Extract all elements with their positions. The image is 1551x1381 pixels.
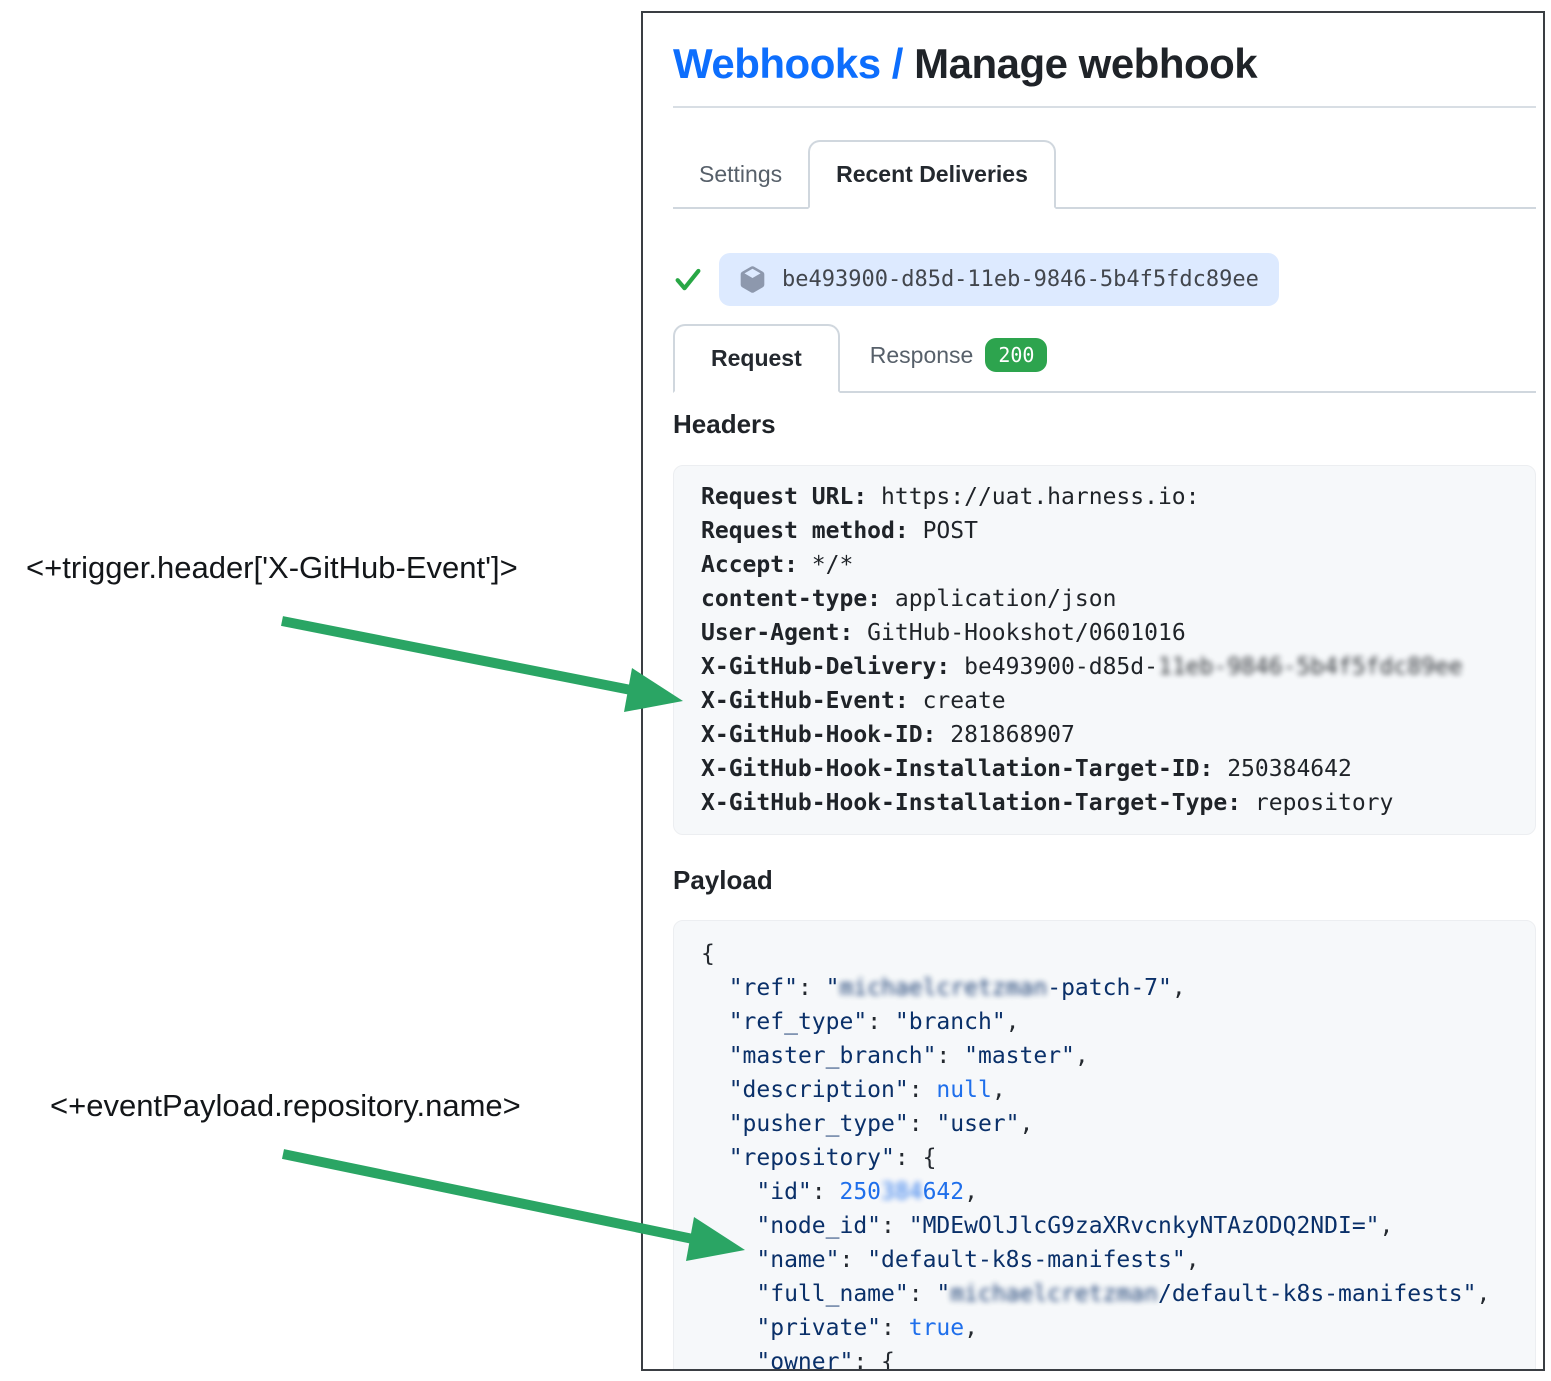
code-line: "full_name": "michaelcretzman/default-k8… bbox=[756, 1281, 1491, 1307]
package-icon bbox=[740, 265, 765, 293]
code-line: "node_id": "MDEwOlJlcG9zaXRvcnkyNTAzODQ2… bbox=[756, 1213, 1394, 1239]
code-line: X-GitHub-Hook-ID: 281868907 bbox=[701, 722, 1075, 748]
check-icon bbox=[675, 268, 701, 291]
code-line: Request method: POST bbox=[701, 518, 978, 544]
code-line: X-GitHub-Delivery: be493900-d85d-11eb-98… bbox=[701, 654, 1463, 680]
code-line: "master_branch": "master", bbox=[728, 1043, 1089, 1069]
manage-webhook-panel: Webhooks / Manage webhook Settings Recen… bbox=[641, 11, 1545, 1371]
request-response-tabnav: Request Response 200 bbox=[673, 319, 1536, 393]
delivery-guid: be493900-d85d-11eb-9846-5b4f5fdc89ee bbox=[782, 266, 1259, 292]
delivery-row: be493900-d85d-11eb-9846-5b4f5fdc89ee bbox=[673, 251, 1536, 307]
tab-request[interactable]: Request bbox=[673, 324, 840, 393]
annotation-trigger-header-expression: <+trigger.header['X-GitHub-Event']> bbox=[26, 550, 518, 585]
delivery-item[interactable]: be493900-d85d-11eb-9846-5b4f5fdc89ee bbox=[719, 252, 1279, 306]
code-line: Request URL: https://uat.harness.io: bbox=[701, 484, 1200, 510]
headers-section-title: Headers bbox=[673, 409, 776, 439]
title-divider bbox=[673, 106, 1536, 108]
code-line: { bbox=[701, 941, 715, 967]
breadcrumb-separator: / bbox=[880, 40, 915, 87]
code-line: Accept: */* bbox=[701, 552, 854, 578]
code-line: "private": true, bbox=[756, 1315, 978, 1341]
code-line: "id": 250384642, bbox=[756, 1179, 978, 1205]
code-line: "pusher_type": "user", bbox=[728, 1111, 1034, 1137]
tab-recent-deliveries[interactable]: Recent Deliveries bbox=[808, 140, 1056, 209]
code-line: X-GitHub-Event: create bbox=[701, 688, 1006, 714]
payload-code-block: { "ref": "michaelcretzman-patch-7", "ref… bbox=[673, 920, 1536, 1371]
tab-response[interactable]: Response 200 bbox=[840, 319, 1078, 391]
code-line: X-GitHub-Hook-Installation-Target-ID: 25… bbox=[701, 756, 1352, 782]
arrow-to-x-github-event-icon bbox=[281, 616, 683, 712]
annotation-event-payload-expression: <+eventPayload.repository.name> bbox=[50, 1088, 521, 1123]
breadcrumb-webhooks-link[interactable]: Webhooks bbox=[673, 40, 881, 87]
payload-section-title: Payload bbox=[673, 865, 773, 895]
status-badge: 200 bbox=[985, 338, 1048, 372]
tab-response-label: Response bbox=[869, 341, 974, 368]
code-line: content-type: application/json bbox=[701, 586, 1117, 612]
code-line: User-Agent: GitHub-Hookshot/0601016 bbox=[701, 620, 1186, 646]
code-line: "description": null, bbox=[728, 1077, 1006, 1103]
code-line: "owner": { bbox=[756, 1349, 895, 1371]
webhook-tabnav: Settings Recent Deliveries bbox=[673, 140, 1536, 209]
page-title-text: Manage webhook bbox=[914, 40, 1258, 87]
page-title: Webhooks / Manage webhook bbox=[673, 40, 1536, 88]
code-line: "name": "default-k8s-manifests", bbox=[756, 1247, 1200, 1273]
headers-code-block: Request URL: https://uat.harness.io: Requ… bbox=[673, 465, 1536, 835]
tab-settings[interactable]: Settings bbox=[699, 161, 783, 187]
code-line: X-GitHub-Hook-Installation-Target-Type: … bbox=[701, 790, 1394, 816]
code-line: "ref": "michaelcretzman-patch-7", bbox=[728, 975, 1186, 1001]
code-line: "repository": { bbox=[728, 1145, 937, 1171]
code-line: "ref_type": "branch", bbox=[728, 1009, 1020, 1035]
